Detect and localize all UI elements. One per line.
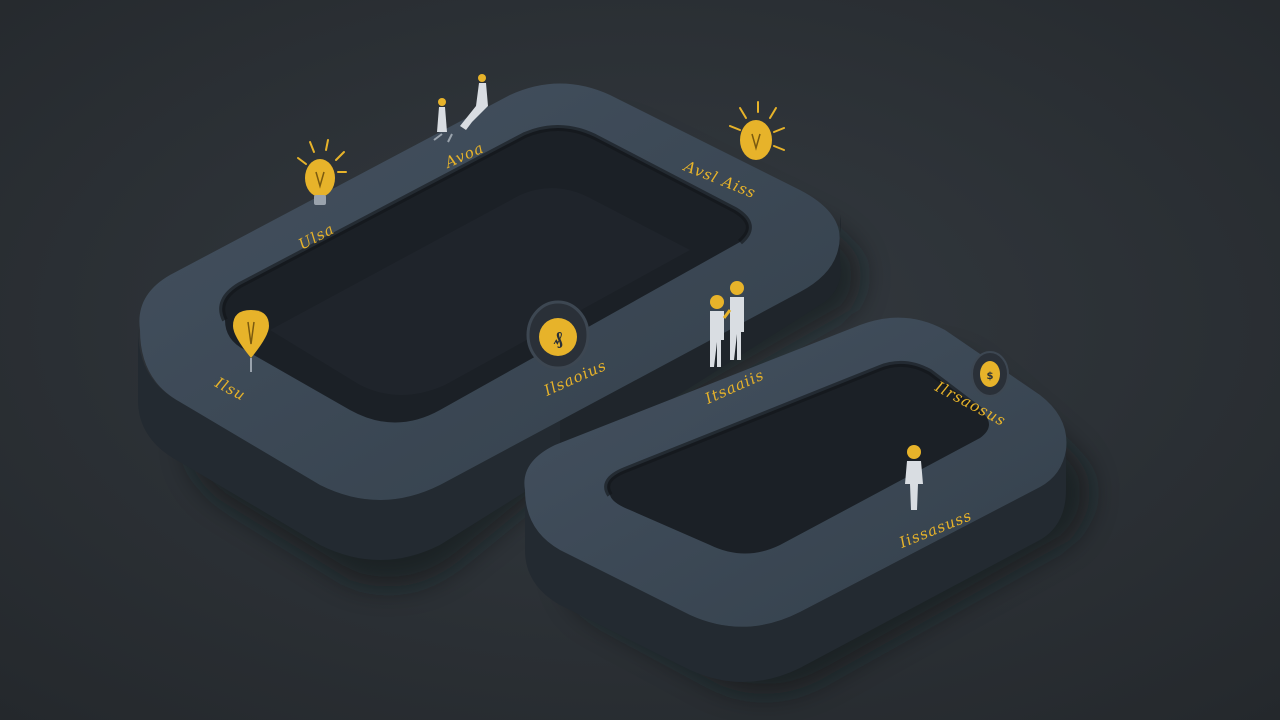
person-icon	[905, 445, 923, 510]
track-loop-large	[138, 83, 841, 560]
lightbulb-icon	[297, 139, 347, 205]
track-loop-small-inner	[607, 363, 989, 554]
track-loop-small	[524, 317, 1067, 683]
track-loop-small-side	[525, 440, 1066, 683]
people-icon	[433, 74, 488, 143]
lightbulb-icon	[729, 101, 785, 160]
two-people-icon	[710, 281, 744, 367]
track-loop-large-side	[138, 330, 560, 560]
svg-text:$: $	[987, 371, 994, 382]
svg-text:₰: ₰	[554, 328, 563, 349]
coin-icon: ₰	[526, 300, 590, 370]
badge-icon: $	[971, 351, 1009, 397]
map-pin-icon	[233, 310, 269, 372]
